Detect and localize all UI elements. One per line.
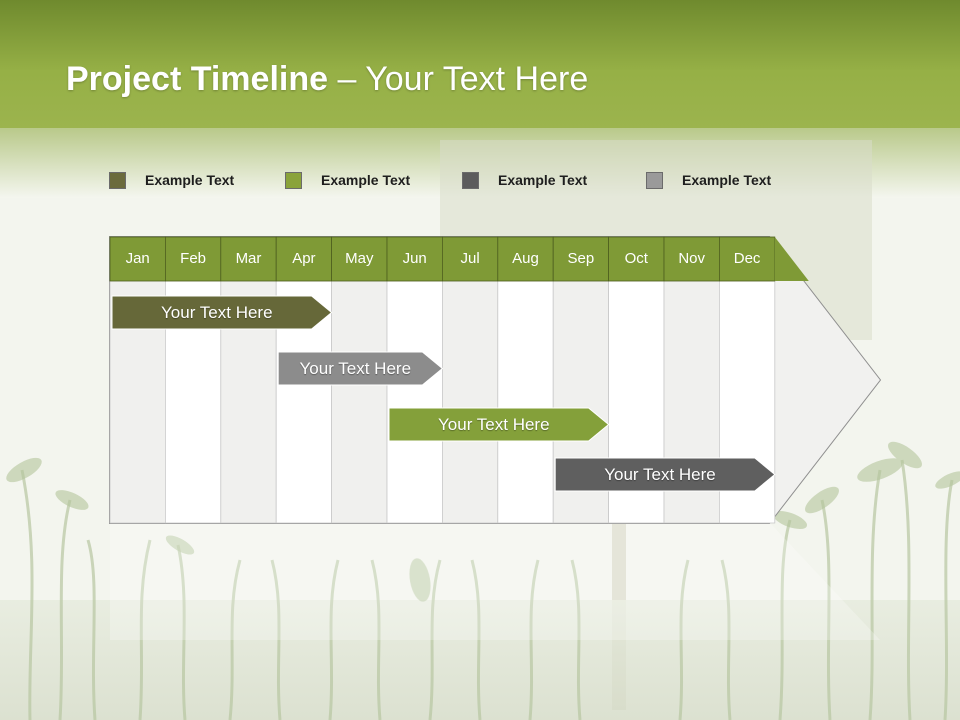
- legend-swatch: [462, 171, 479, 189]
- month-label-jun: Jun: [402, 250, 427, 267]
- slide-title: Project Timeline – Your Text Here: [66, 60, 588, 99]
- task-bar: [277, 351, 444, 386]
- month-header-cell: [220, 236, 277, 282]
- month-header-cell: [275, 236, 333, 282]
- month-header-cell: [552, 236, 610, 282]
- legend-label: Example Text: [498, 172, 588, 188]
- arrow-reflection: [110, 523, 880, 640]
- month-header-cell: [663, 236, 720, 282]
- title-bold: Project Timeline: [66, 60, 329, 98]
- month-label-apr: Apr: [292, 250, 316, 267]
- month-header-cell: [608, 236, 665, 282]
- month-label-nov: Nov: [678, 250, 706, 267]
- task-bar-label: Your Text Here: [438, 415, 550, 434]
- month-header-cell: [386, 236, 443, 282]
- month-column: [497, 280, 554, 524]
- task-bar-label: Your Text Here: [604, 465, 716, 484]
- legend-item: Example Text: [109, 170, 234, 190]
- month-label-feb: Feb: [180, 250, 207, 267]
- month-label-dec: Dec: [733, 250, 761, 267]
- task-bar-label: Your Text Here: [299, 359, 412, 378]
- legend-swatch: [109, 171, 126, 189]
- legend-swatch: [285, 171, 302, 189]
- task-bar: [111, 295, 333, 330]
- legend-swatch: [646, 171, 663, 189]
- legend-item: Example Text: [462, 170, 587, 190]
- legend-label: Example Text: [145, 172, 235, 188]
- task-bar: [388, 407, 610, 442]
- header-arrow-tip: [774, 237, 809, 281]
- month-header-cell: [164, 236, 222, 282]
- task-bar: [554, 457, 776, 492]
- title-rest: – Your Text Here: [328, 60, 589, 98]
- task-bar-label: Your Text Here: [161, 303, 273, 322]
- month-label-oct: Oct: [624, 250, 648, 267]
- month-label-sep: Sep: [567, 250, 595, 267]
- month-column: [441, 280, 499, 524]
- legend-label: Example Text: [682, 172, 772, 188]
- legend-item: Example Text: [646, 170, 771, 190]
- month-column: [386, 280, 443, 524]
- month-label-mar: Mar: [235, 250, 262, 267]
- month-label-jul: Jul: [460, 250, 480, 267]
- legend-label: Example Text: [321, 172, 411, 188]
- month-label-jan: Jan: [125, 250, 150, 267]
- month-column: [331, 280, 388, 524]
- legend-item: Example Text: [285, 170, 410, 190]
- month-header-cell: [719, 236, 776, 282]
- month-label-aug: Aug: [512, 250, 539, 267]
- month-label-may: May: [345, 250, 374, 267]
